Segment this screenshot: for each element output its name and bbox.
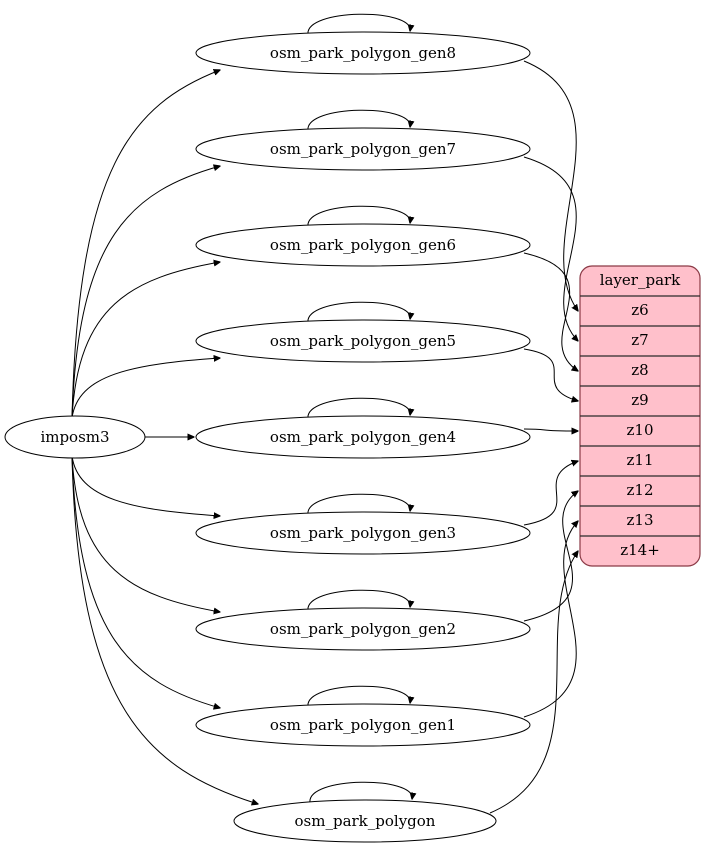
node-gen7[interactable] [195,127,531,171]
table-row-z6[interactable]: z6 [631,301,648,319]
node-label-gen5: osm_park_polygon_gen5 [270,332,456,350]
edge-gen8-z6 [523,60,578,311]
edge-gen2-z12 [523,491,578,622]
table-row-z14+[interactable]: z14+ [620,541,660,559]
node-gen6[interactable] [195,223,531,267]
edge-gen1-z13 [523,521,578,718]
edge-gen6-z8 [523,252,578,371]
node-label-gen7: osm_park_polygon_gen7 [270,140,456,158]
edge-imposm3-gen7 [71,166,220,419]
node-label-imposm3: imposm3 [40,428,109,446]
edge-gen7-z7 [523,156,578,341]
edge-imposm3-gen8 [71,70,220,419]
edge-base-z14+ [489,551,578,814]
node-label-base: osm_park_polygon [295,812,436,830]
edge-gen5-z9 [523,348,578,401]
edges-layer [71,13,578,814]
self-loop-gen5 [307,301,410,324]
self-loop-gen2 [307,589,410,612]
node-label-gen1: osm_park_polygon_gen1 [270,716,456,734]
table-row-z11[interactable]: z11 [627,451,654,469]
node-gen2[interactable] [195,607,531,651]
self-loop-gen3 [307,493,410,516]
table-layer: layer_park z6 z7 z8 z9 z10 z11 z12 z13 z14+ [579,265,701,567]
self-loop-gen4 [307,397,410,420]
node-label-gen6: osm_park_polygon_gen6 [270,236,456,254]
node-label-gen4: osm_park_polygon_gen4 [270,428,456,446]
table-row-z12[interactable]: z12 [627,481,654,499]
edge-gen4-z10 [523,429,578,431]
table-row-z8[interactable]: z8 [631,361,648,379]
table-row-z9[interactable]: z9 [631,391,648,409]
node-label-gen2: osm_park_polygon_gen2 [270,620,456,638]
table-row-z7[interactable]: z7 [631,331,648,349]
edge-imposm3-gen6 [71,262,220,419]
node-base[interactable] [233,799,497,843]
edge-imposm3-gen1 [71,455,220,708]
edge-imposm3-base [71,455,258,804]
node-label-gen3: osm_park_polygon_gen3 [270,524,456,542]
node-gen1[interactable] [195,703,531,747]
node-imposm3[interactable] [4,415,146,459]
self-loop-gen6 [307,205,410,228]
node-gen3[interactable] [195,511,531,555]
self-loop-gen8 [307,13,410,36]
table-row-z10[interactable]: z10 [627,421,654,439]
edge-gen3-z11 [523,461,578,526]
edge-imposm3-gen5 [71,358,220,419]
self-loop-gen7 [307,109,410,132]
nodes-layer: imposm3 osm_park_polygon_gen8 osm_park_pol… [4,31,531,843]
node-gen8[interactable] [195,31,531,75]
layer-park-header: layer_park [600,271,681,289]
edge-imposm3-gen2 [71,455,220,612]
node-label-gen8: osm_park_polygon_gen8 [270,44,456,62]
edge-imposm3-gen3 [71,455,220,516]
self-loop-base [309,781,412,804]
table-row-z13[interactable]: z13 [627,511,654,529]
node-gen4[interactable] [195,415,531,459]
self-loop-gen1 [307,685,410,708]
node-gen5[interactable] [195,319,531,363]
